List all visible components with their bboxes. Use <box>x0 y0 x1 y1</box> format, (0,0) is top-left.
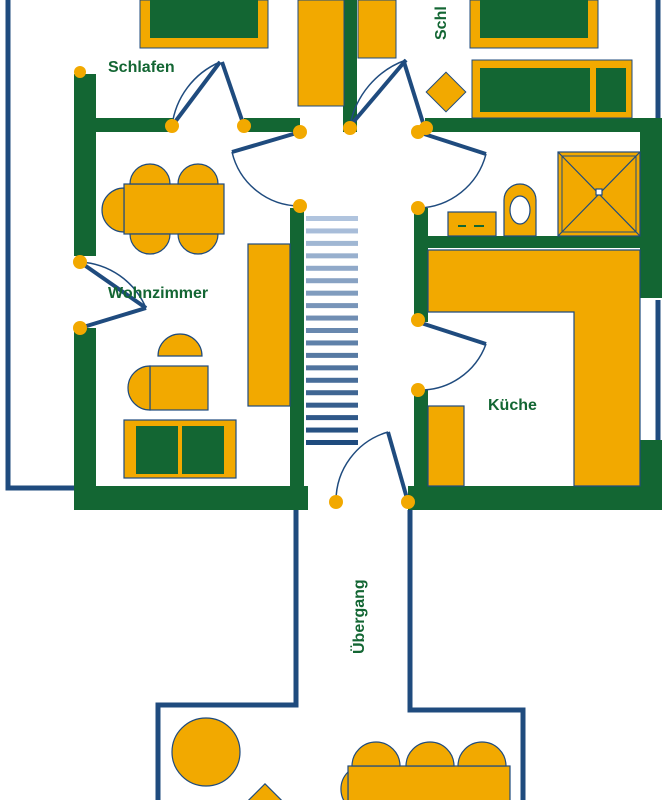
kitchen-furniture <box>427 249 641 487</box>
stair-step <box>306 390 358 396</box>
living-room-furniture <box>101 163 291 479</box>
square-piece <box>242 782 288 800</box>
sink-counter <box>447 211 497 237</box>
door-hinges <box>73 66 433 509</box>
stair-step <box>306 315 358 321</box>
stair-step <box>306 253 358 259</box>
round-table <box>171 717 241 787</box>
stair-step <box>306 278 358 284</box>
label-schlafen: Schlafen <box>108 59 175 76</box>
chair <box>405 741 455 767</box>
stair-step <box>306 427 358 433</box>
stair-step <box>306 340 358 346</box>
stair-step <box>306 377 358 383</box>
wardrobe-left <box>297 0 345 107</box>
chair <box>457 741 507 767</box>
chair <box>101 187 125 233</box>
chair <box>157 333 203 357</box>
label-uebergang: Übergang <box>349 579 368 654</box>
chair <box>351 741 401 767</box>
dining-table <box>347 765 511 800</box>
chair <box>340 770 349 800</box>
bedroom-furniture <box>139 0 633 119</box>
nightstand <box>425 71 467 113</box>
wardrobe-right <box>357 0 397 59</box>
label-schlafen-right: Schl <box>433 6 450 40</box>
side-table <box>149 365 209 411</box>
label-wohnzimmer: Wohnzimmer <box>108 285 208 302</box>
dining-table <box>123 183 225 235</box>
chair <box>129 163 171 185</box>
walls <box>74 0 662 510</box>
bathroom-fixtures <box>447 151 641 237</box>
stair-step <box>306 440 358 445</box>
stair-step <box>306 228 358 234</box>
stair-step <box>306 352 358 358</box>
stair-step <box>306 328 358 333</box>
shelf <box>247 243 291 407</box>
stair-step <box>306 402 358 408</box>
stair-step <box>306 415 358 421</box>
staircase <box>306 216 358 445</box>
doors <box>78 58 487 503</box>
chair <box>129 233 171 255</box>
stair-step <box>306 216 358 221</box>
chair <box>127 365 151 411</box>
outer-outline <box>5 0 661 800</box>
label-kueche: Küche <box>488 397 537 414</box>
bottom-room-furniture <box>171 717 511 800</box>
chair <box>177 163 219 185</box>
kitchen-counter <box>427 249 641 487</box>
fridge <box>427 405 465 487</box>
chair <box>177 233 219 255</box>
stair-step <box>306 240 358 246</box>
stair-step <box>306 290 358 296</box>
stair-step <box>306 303 358 309</box>
stair-step <box>306 265 358 271</box>
stair-step <box>306 365 358 371</box>
